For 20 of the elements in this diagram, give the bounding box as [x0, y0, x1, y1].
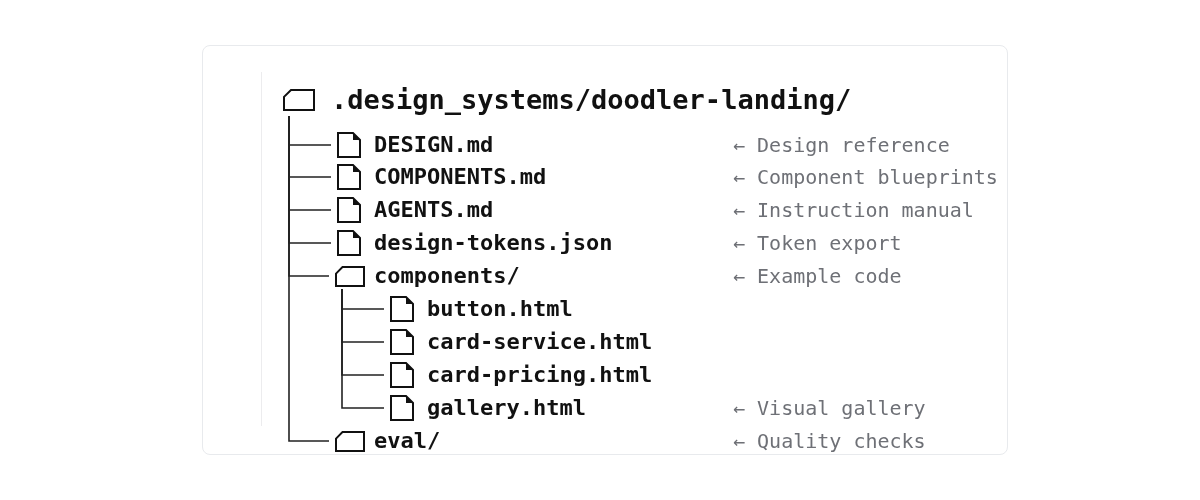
file-name: card-service.html — [427, 329, 653, 355]
file-name: design-tokens.json — [374, 230, 613, 256]
file-name: COMPONENTS.md — [374, 164, 547, 190]
annotation-note: ← Token export — [733, 231, 902, 255]
annotation-note: ← Instruction manual — [733, 198, 974, 222]
folder-name: .design_systems/doodler-landing/ — [331, 84, 852, 116]
folder-name: eval/ — [374, 428, 441, 454]
tree-branch-line — [288, 115, 330, 442]
tree-branch-line — [341, 288, 385, 409]
file-name: DESIGN.md — [374, 132, 494, 158]
annotation-note: ← Design reference — [733, 133, 950, 157]
annotation-note: ← Component blueprints — [733, 165, 998, 189]
annotation-note: ← Example code — [733, 264, 902, 288]
annotation-note: ← Visual gallery — [733, 396, 926, 420]
file-name: button.html — [427, 296, 573, 322]
file-name: card-pricing.html — [427, 362, 653, 388]
annotation-note: ← Quality checks — [733, 429, 926, 453]
file-name: AGENTS.md — [374, 197, 494, 223]
folder-name: components/ — [374, 263, 520, 289]
file-name: gallery.html — [427, 395, 586, 421]
